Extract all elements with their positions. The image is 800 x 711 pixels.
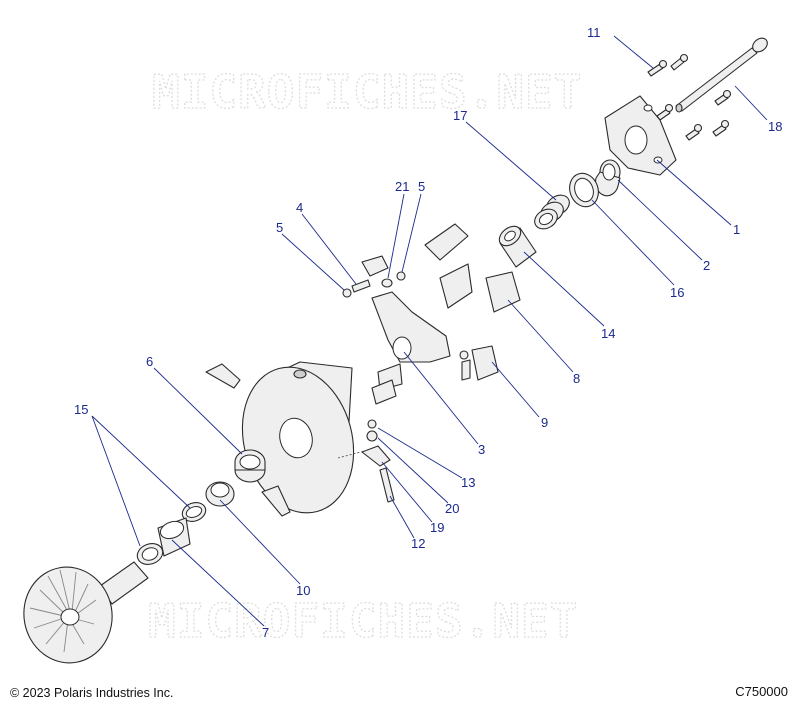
callout-4: 4 <box>296 200 303 215</box>
part-9-rollers <box>459 345 499 381</box>
callout-13: 13 <box>461 475 475 490</box>
leader-lines <box>91 35 768 627</box>
callout-15: 15 <box>74 402 88 417</box>
part-8-shoes <box>424 223 521 313</box>
callout-9: 9 <box>541 415 548 430</box>
part-lever-lower <box>261 485 291 517</box>
part-17-spring <box>534 194 570 230</box>
part-20-weight <box>361 445 391 467</box>
part-fixed-sheave <box>23 561 149 664</box>
part-4-pin <box>351 279 371 293</box>
part-lever-upper <box>205 363 241 389</box>
callout-20: 20 <box>445 501 459 516</box>
part-10-bushing <box>205 481 235 507</box>
part-11-bolts <box>647 53 732 141</box>
callout-7: 7 <box>262 625 269 640</box>
part-15-washers <box>136 502 207 565</box>
callout-3: 3 <box>478 442 485 457</box>
part-18-long-bolt <box>675 37 768 113</box>
part-21-roller <box>361 255 393 288</box>
callout-14: 14 <box>601 326 615 341</box>
callout-17: 17 <box>453 108 467 123</box>
part-2-bushing <box>594 159 621 197</box>
callout-12: 12 <box>411 536 425 551</box>
part-3-spider <box>371 291 451 405</box>
callout-16: 16 <box>670 285 684 300</box>
part-1-cover-plate <box>604 95 677 176</box>
callout-19: 19 <box>430 520 444 535</box>
callout-5-upper: 5 <box>418 179 425 194</box>
callout-2: 2 <box>703 258 710 273</box>
part-14-sleeve <box>498 225 537 268</box>
copyright-notice: © 2023 Polaris Industries Inc. <box>10 686 174 700</box>
watermark-bottom: MICROFICHES.NET <box>148 594 578 648</box>
part-5-washers <box>342 271 406 298</box>
callout-8: 8 <box>573 371 580 386</box>
part-12-pin <box>379 467 395 503</box>
figure-id: C750000 <box>735 684 788 699</box>
part-6-bushing <box>234 449 266 483</box>
callout-21: 21 <box>395 179 409 194</box>
part-13-bushing <box>366 419 378 442</box>
callout-1: 1 <box>733 222 740 237</box>
part-7-bushing <box>157 517 191 557</box>
part-moveable-sheave <box>241 361 355 514</box>
callout-6: 6 <box>146 354 153 369</box>
callout-18: 18 <box>768 119 782 134</box>
callout-10: 10 <box>296 583 310 598</box>
callout-11: 11 <box>587 25 601 40</box>
watermark-top: MICROFICHES.NET <box>152 65 582 119</box>
part-16-washer <box>569 172 599 208</box>
callout-5-lower: 5 <box>276 220 283 235</box>
callouts: 11 18 17 1 2 16 14 8 9 3 13 20 19 12 21 … <box>74 25 782 640</box>
